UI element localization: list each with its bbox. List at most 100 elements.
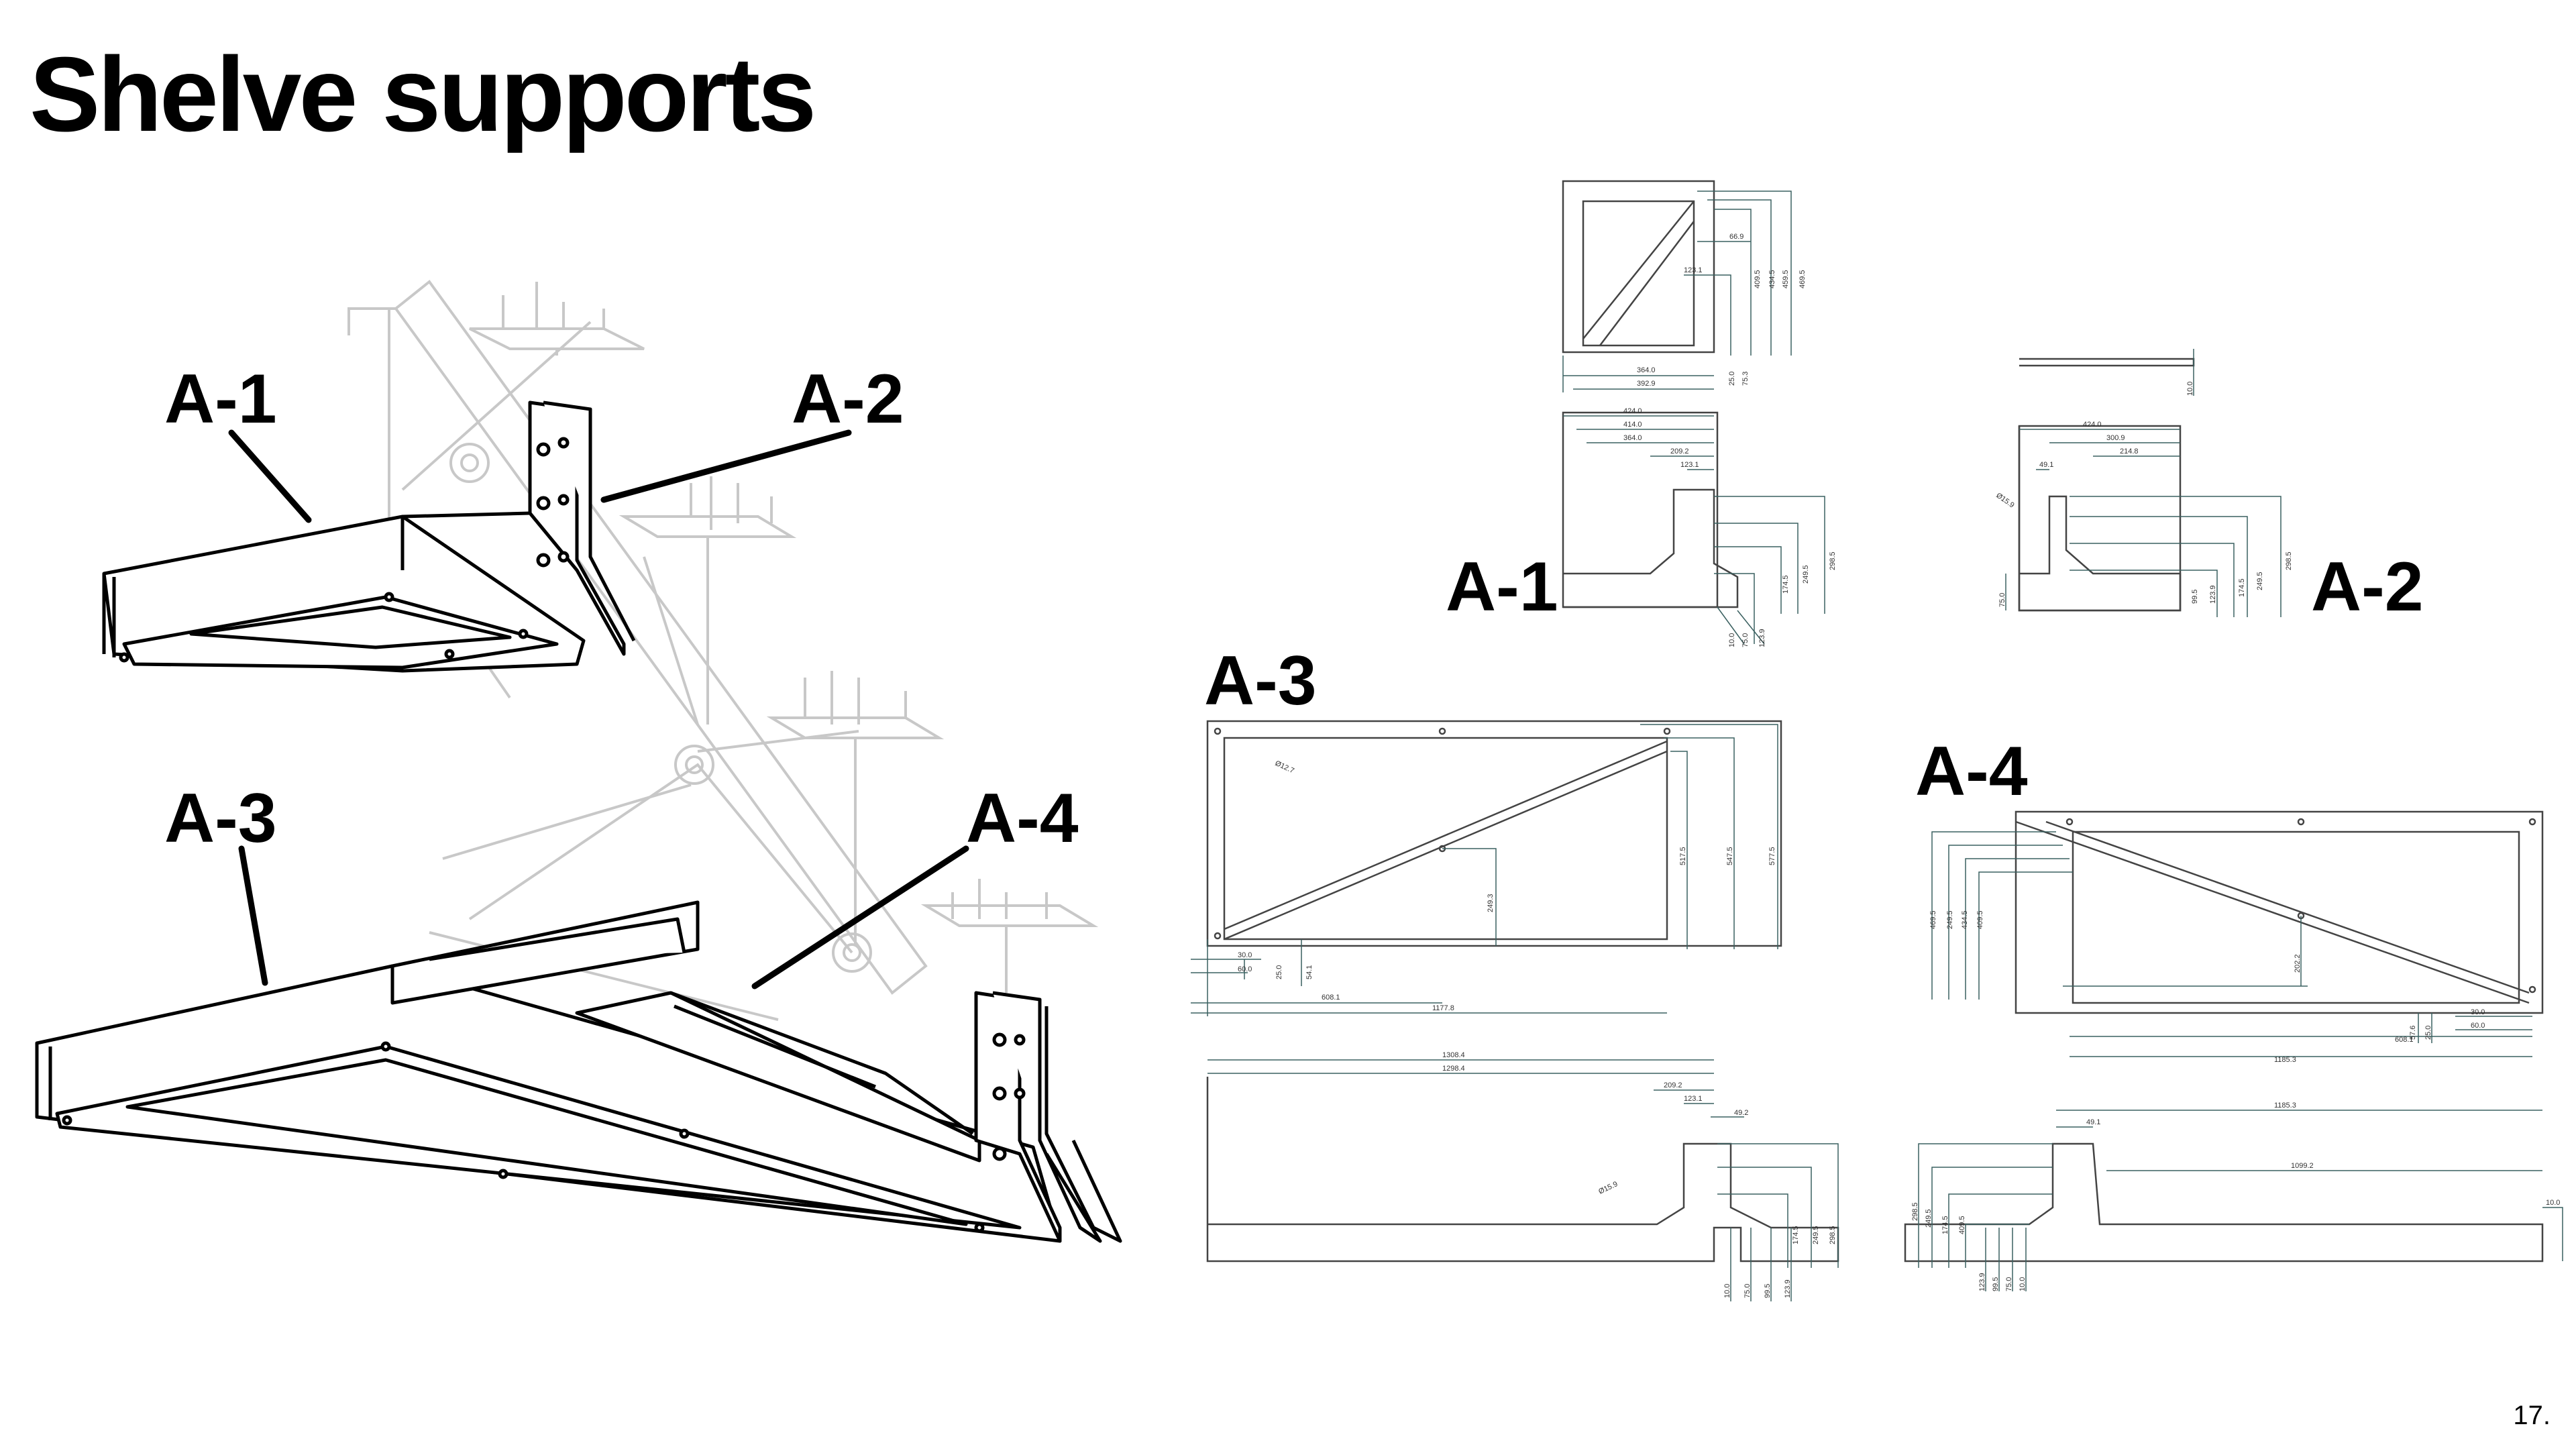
page-title: Shelve supports (30, 36, 816, 154)
dim-a4-top-608-1: 608.1 (2395, 1036, 2414, 1044)
dim-a4-top-469-5: 469.5 (1929, 910, 1937, 929)
dim-a1-side-174-5: 174.5 (1782, 575, 1790, 594)
dim-a1-side-414: 414.0 (1623, 421, 1642, 429)
dim-a1-side-75: 75.0 (1741, 633, 1750, 647)
dim-a3-side-1298-4: 1298.4 (1442, 1065, 1465, 1073)
dim-a3-side-49-2: 49.2 (1734, 1109, 1748, 1117)
dim-a4-side-1185-3: 1185.3 (2274, 1102, 2296, 1110)
drawing-label-a1: A-1 (1446, 548, 1558, 626)
dim-a4-top-25: 25.0 (2424, 1026, 2432, 1040)
dim-a4-side-10: 10.0 (2546, 1199, 2560, 1207)
dim-a2-side-99-5: 99.5 (2191, 590, 2199, 604)
dim-a4-side-75: 75.0 (2005, 1277, 2013, 1291)
dim-a4-side-1099-2: 1099.2 (2291, 1162, 2314, 1170)
dim-a3-top-517-5: 517.5 (1679, 847, 1687, 865)
dim-a1-side-424: 424.0 (1623, 407, 1642, 415)
dim-a1-top-434-5: 434.5 (1768, 270, 1776, 288)
dim-a1-side-123-9: 123.9 (1758, 629, 1766, 647)
dim-a3-side-10: 10.0 (1723, 1284, 1731, 1298)
a3-top-view: Ø12.7 249.3 517.5 547.5 577.5 30.0 60.0 … (1191, 720, 1782, 1016)
dim-a2-top-10: 10.0 (2186, 382, 2194, 396)
dim-a4-side-10: 10.0 (2019, 1277, 2027, 1291)
dim-a2-side-214-8: 214.8 (2120, 447, 2139, 455)
drawing-label-a3: A-3 (1204, 642, 1317, 720)
dim-a3-top-547-5: 547.5 (1726, 847, 1734, 865)
dim-a4-top-434-5: 434.5 (1961, 910, 1969, 929)
a2-side-view: 424.0 300.9 214.8 49.1 Ø15.9 75.0 99.5 1… (1994, 421, 2293, 617)
dim-a3-top-54-1: 54.1 (1305, 965, 1313, 979)
assembly-label-a3: A-3 (164, 780, 277, 857)
dim-a4-side-123-9: 123.9 (1978, 1273, 1986, 1291)
dim-a2-side-300-9: 300.9 (2106, 434, 2125, 442)
a4-top-view: 469.5 249.5 434.5 409.5 202.2 57.6 25.0 … (1929, 810, 2544, 1064)
dim-a3-side-298-5: 298.5 (1829, 1226, 1837, 1244)
dim-a1-top-75-3: 75.3 (1741, 372, 1750, 386)
dim-a4-top-202-2: 202.2 (2294, 954, 2302, 973)
dim-a3-top-diameter: Ø12.7 (1274, 759, 1295, 775)
a2-top-view: 10.0 (2019, 349, 2195, 396)
assembly-leaders (228, 429, 969, 989)
dim-a1-top-392-9: 392.9 (1637, 380, 1656, 388)
drawing-label-a2: A-2 (2311, 548, 2424, 626)
page-number: 17. (2513, 1401, 2551, 1430)
dim-a2-side-424: 424.0 (2083, 421, 2102, 429)
dim-a4-side-99-5: 99.5 (1992, 1277, 2000, 1291)
dim-a1-top-469-5: 469.5 (1799, 270, 1807, 288)
dim-a2-side-298-5: 298.5 (2285, 551, 2293, 570)
dim-a3-side-diameter: Ø15.9 (1597, 1180, 1619, 1196)
a3-a4-shelf-support (35, 900, 1122, 1243)
dim-a3-top-249-3: 249.3 (1487, 894, 1495, 912)
dim-a1-top-25: 25.0 (1728, 372, 1736, 386)
ghost-structure (347, 280, 1099, 1021)
dim-a3-side-123-9: 123.9 (1784, 1279, 1792, 1298)
dim-a4-top-409-5: 409.5 (1976, 910, 1984, 929)
assembly-label-a2: A-2 (792, 360, 904, 438)
dim-a3-side-75: 75.0 (1743, 1284, 1752, 1298)
dim-a1-side-10: 10.0 (1728, 633, 1736, 647)
dim-a2-side-diameter: Ø15.9 (1994, 492, 2015, 510)
dim-a2-side-123-9: 123.9 (2209, 585, 2217, 604)
dim-a1-side-298-5: 298.5 (1829, 551, 1837, 570)
dim-a4-top-1185-3: 1185.3 (2274, 1056, 2296, 1064)
dim-a4-side-409-5: 409.5 (1958, 1216, 1966, 1234)
dim-a4-side-298-5: 298.5 (1911, 1202, 1919, 1221)
dim-a3-side-99-5: 99.5 (1764, 1284, 1772, 1298)
a1-side-view: 424.0 414.0 364.0 209.2 123.1 298.5 249.… (1562, 407, 1837, 647)
a4-side-view: 1185.3 49.1 1099.2 10.0 298.5 249.5 174.… (1904, 1102, 2563, 1291)
dim-a3-top-577-5: 577.5 (1768, 847, 1776, 865)
dim-a3-top-25: 25.0 (1275, 965, 1283, 979)
dim-a3-top-608-1: 608.1 (1322, 994, 1340, 1002)
dim-a3-top-30: 30.0 (1238, 951, 1252, 959)
dim-a2-side-249-5: 249.5 (2256, 572, 2264, 590)
dim-a3-side-249-5: 249.5 (1812, 1226, 1820, 1244)
dim-a4-side-249-5: 249.5 (1925, 1209, 1933, 1228)
dim-a3-top-1177-8: 1177.8 (1432, 1004, 1454, 1012)
dim-a1-side-364: 364.0 (1623, 434, 1642, 442)
dim-a1-top-409-5: 409.5 (1754, 270, 1762, 288)
dim-a4-side-174-5: 174.5 (1941, 1216, 1949, 1234)
dim-a2-side-75: 75.0 (1998, 593, 2006, 607)
dim-a1-side-123-1: 123.1 (1680, 461, 1699, 469)
dim-a3-side-174-5: 174.5 (1792, 1226, 1800, 1244)
a1-top-view: 66.9 123.1 409.5 434.5 459.5 469.5 364.0… (1562, 180, 1807, 392)
assembly-label-a4: A-4 (966, 780, 1079, 857)
dim-a4-top-57-6: 57.6 (2409, 1026, 2417, 1040)
dim-a4-side-49-1: 49.1 (2086, 1118, 2100, 1126)
dim-a1-top-364: 364.0 (1637, 366, 1656, 374)
dim-a4-top-30: 30.0 (2471, 1008, 2485, 1016)
dim-a1-side-209-2: 209.2 (1670, 447, 1689, 455)
dim-a1-top-123-1: 123.1 (1684, 266, 1703, 274)
dim-a3-side-1308-4: 1308.4 (1442, 1051, 1465, 1059)
dim-a4-top-60: 60.0 (2471, 1022, 2485, 1030)
dim-a2-side-174-5: 174.5 (2238, 578, 2246, 597)
dim-a3-side-209-2: 209.2 (1664, 1081, 1682, 1089)
dim-a4-top-249-5: 249.5 (1946, 910, 1954, 929)
dim-a3-top-60: 60.0 (1238, 965, 1252, 973)
assembly-label-a1: A-1 (164, 360, 277, 438)
dim-a2-side-49-1: 49.1 (2039, 461, 2053, 469)
a3-side-view: 1308.4 1298.4 209.2 123.1 49.2 Ø15.9 174… (1206, 1051, 1839, 1301)
a1-shelf-support (102, 400, 636, 673)
dim-a3-side-123-1: 123.1 (1684, 1095, 1703, 1103)
dim-a1-top-459-5: 459.5 (1782, 270, 1790, 288)
